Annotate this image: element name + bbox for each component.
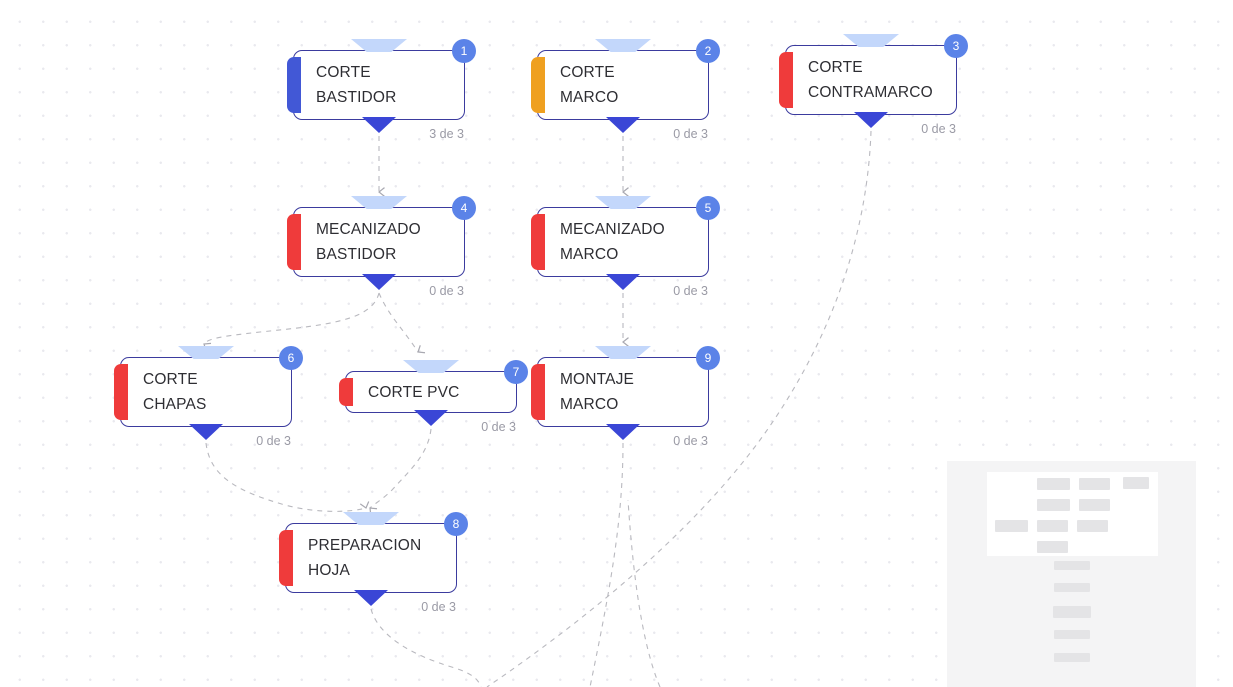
node-title: CORTE MARCO [560,64,619,106]
node-title: MECANIZADO MARCO [560,221,665,263]
edge-node4-node7 [378,292,426,354]
node-progress-counter: 3 de 3 [429,127,464,141]
node-badge[interactable]: 6 [279,346,303,370]
node-progress-counter: 0 de 3 [921,122,956,136]
node-inlet-handle[interactable] [178,346,234,359]
node-progress-counter: 0 de 3 [673,284,708,298]
node-outlet-handle[interactable] [606,424,640,440]
node-title: CORTE CONTRAMARCO [808,59,933,101]
node-badge[interactable]: 7 [504,360,528,384]
node-outlet-handle[interactable] [606,117,640,133]
placeholder-block [1037,478,1070,490]
node-badge[interactable]: 4 [452,196,476,220]
node-inlet-handle[interactable] [595,196,651,209]
node-9[interactable]: MONTAJE MARCO 9 0 de 3 [531,346,720,448]
node-progress-counter: 0 de 3 [256,434,291,448]
node-title: CORTE PVC [368,383,460,401]
node-inlet-handle[interactable] [595,39,651,52]
node-3[interactable]: CORTE CONTRAMARCO 3 0 de 3 [779,34,968,136]
placeholder-block [1037,499,1070,511]
node-title: PREPARACION HOJA [308,537,422,579]
placeholder-block [1123,477,1149,489]
node-accent-bar [114,364,128,420]
node-badge[interactable]: 8 [444,512,468,536]
node-title: MECANIZADO BASTIDOR [316,221,421,263]
node-title: CORTE BASTIDOR [316,64,397,106]
node-progress-counter: 0 de 3 [673,127,708,141]
placeholder-list-row [1053,653,1090,662]
node-6[interactable]: CORTE CHAPAS 6 0 de 3 [114,346,303,448]
edge-node4-node6 [203,292,380,351]
placeholder-list-row [1052,606,1091,618]
node-accent-bar [779,52,793,108]
node-outlet-handle[interactable] [189,424,223,440]
node-badge[interactable]: 1 [452,39,476,63]
node-7[interactable]: CORTE PVC 7 0 de 3 [339,360,528,434]
node-inlet-handle[interactable] [843,34,899,47]
node-inlet-handle[interactable] [351,39,407,52]
node-8[interactable]: PREPARACION HOJA 8 0 de 3 [279,512,468,614]
placeholder-list-row [1053,561,1090,570]
node-title: MONTAJE MARCO [560,371,634,413]
node-progress-counter: 0 de 3 [421,600,456,614]
edge-node7-node8 [369,428,432,516]
node-5[interactable]: MECANIZADO MARCO 5 0 de 3 [531,196,720,298]
node-accent-bar [287,214,301,270]
node-accent-bar [531,214,545,270]
node-outlet-handle[interactable] [362,117,396,133]
node-accent-bar [287,57,301,113]
node-outlet-handle[interactable] [362,274,396,290]
node-title: CORTE CHAPAS [143,371,207,413]
node-outlet-handle[interactable] [414,410,448,426]
node-accent-bar [531,57,545,113]
node-inlet-handle[interactable] [403,360,459,373]
placeholder-block [1037,541,1068,553]
node-badge[interactable]: 2 [696,39,720,63]
placeholder-list-row [1053,583,1090,592]
placeholder-list-row [1053,630,1090,639]
placeholder-block [1079,478,1110,490]
placeholder-block [1079,499,1110,511]
node-badge[interactable]: 3 [944,34,968,58]
node-progress-counter: 0 de 3 [429,284,464,298]
node-badge[interactable]: 9 [696,346,720,370]
node-accent-bar [279,530,293,586]
node-1[interactable]: CORTE BASTIDOR 1 3 de 3 [287,39,476,141]
placeholder-card [987,472,1158,556]
node-accent-bar [531,364,545,420]
placeholder-block [995,520,1028,532]
node-progress-counter: 0 de 3 [481,420,516,434]
node-badge[interactable]: 5 [696,196,720,220]
node-inlet-handle[interactable] [351,196,407,209]
node-inlet-handle[interactable] [595,346,651,359]
node-outlet-handle[interactable] [854,112,888,128]
placeholder-block [1077,520,1108,532]
node-outlet-handle[interactable] [606,274,640,290]
edge-node9-offscreen-b [627,499,661,687]
node-inlet-handle[interactable] [343,512,399,525]
node-4[interactable]: MECANIZADO BASTIDOR 4 0 de 3 [287,196,476,298]
node-2[interactable]: CORTE MARCO 2 0 de 3 [531,39,720,141]
edge-node6-node8 [205,442,370,512]
node-accent-bar [339,378,353,406]
node-progress-counter: 0 de 3 [673,434,708,448]
node-outlet-handle[interactable] [354,590,388,606]
placeholder-block [1037,520,1068,532]
edge-node8-offscreen [370,608,482,687]
loading-placeholder-panel [947,461,1196,687]
edge-node9-offscreen-a [589,442,624,687]
